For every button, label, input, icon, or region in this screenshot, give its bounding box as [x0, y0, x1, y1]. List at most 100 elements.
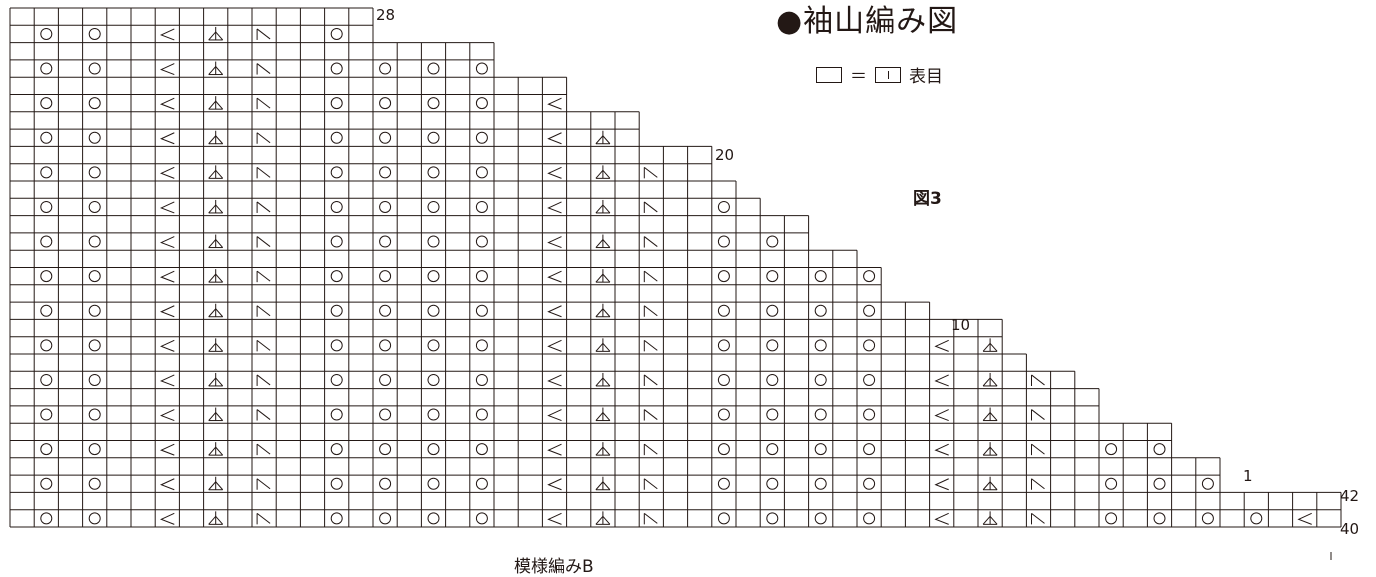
left-decrease-symbol — [643, 305, 658, 317]
yarn-over-symbol — [863, 408, 876, 421]
yarn-over-symbol — [88, 304, 101, 317]
yarn-over-symbol — [330, 304, 343, 317]
row-label-28: 28 — [376, 6, 396, 24]
right-decrease-symbol — [160, 443, 175, 456]
yarn-over-symbol — [88, 27, 101, 40]
yarn-over-symbol — [88, 131, 101, 144]
yarn-over-symbol — [379, 131, 392, 144]
yarn-over-symbol — [766, 339, 779, 352]
right-decrease-symbol — [160, 236, 175, 249]
yarn-over-symbol — [1153, 477, 1166, 490]
left-decrease-symbol — [643, 409, 658, 420]
yarn-over-symbol — [766, 270, 779, 283]
yarn-over-symbol — [379, 339, 392, 352]
yarn-over-symbol — [379, 97, 392, 110]
yarn-over-symbol — [40, 373, 53, 386]
yarn-over-symbol — [379, 62, 392, 75]
right-decrease-symbol — [160, 374, 175, 387]
right-decrease-symbol — [160, 512, 175, 525]
left-decrease-symbol — [1031, 512, 1045, 524]
yarn-over-symbol — [40, 131, 53, 144]
left-decrease-symbol — [1031, 374, 1045, 386]
yarn-over-symbol — [40, 235, 53, 248]
figure-label: 図3 — [913, 189, 942, 209]
yarn-over-symbol — [427, 131, 440, 144]
yarn-over-symbol — [475, 200, 488, 213]
left-decrease-symbol — [256, 512, 271, 524]
yarn-over-symbol — [717, 304, 730, 317]
yarn-over-symbol — [766, 512, 779, 525]
yarn-over-symbol — [427, 304, 440, 317]
yarn-over-symbol — [1201, 512, 1214, 525]
yarn-over-symbol — [379, 235, 392, 248]
left-decrease-symbol — [256, 63, 271, 74]
left-decrease-symbol — [643, 478, 658, 490]
right-decrease-symbol — [934, 443, 949, 456]
right-decrease-symbol — [547, 443, 562, 456]
yarn-over-symbol — [88, 443, 101, 456]
yarn-over-symbol — [330, 373, 343, 386]
left-decrease-symbol — [256, 443, 271, 455]
right-decrease-symbol — [160, 97, 175, 110]
yarn-over-symbol — [475, 270, 488, 283]
row-label-42: 42 — [1340, 487, 1360, 505]
yarn-over-symbol — [330, 477, 343, 490]
right-decrease-symbol — [934, 512, 949, 525]
right-decrease-symbol — [547, 374, 562, 387]
right-decrease-symbol — [160, 270, 175, 283]
yarn-over-symbol — [427, 512, 440, 525]
yarn-over-symbol — [330, 512, 343, 525]
yarn-over-symbol — [475, 512, 488, 525]
yarn-over-symbol — [379, 408, 392, 421]
right-decrease-symbol — [160, 305, 175, 318]
yarn-over-symbol — [88, 235, 101, 248]
yarn-over-symbol — [1105, 443, 1118, 456]
right-decrease-symbol — [160, 28, 175, 41]
left-decrease-symbol — [256, 28, 271, 40]
yarn-over-symbol — [40, 408, 53, 421]
yarn-over-symbol — [330, 235, 343, 248]
yarn-over-symbol — [863, 443, 876, 456]
yarn-over-symbol — [88, 373, 101, 386]
yarn-over-symbol — [379, 373, 392, 386]
chart-title: ●袖山編み図 — [776, 4, 959, 39]
right-decrease-symbol — [547, 270, 562, 283]
yarn-over-symbol — [427, 270, 440, 283]
yarn-over-symbol — [330, 166, 343, 179]
yarn-over-symbol — [1153, 443, 1166, 456]
left-decrease-symbol — [643, 270, 658, 282]
yarn-over-symbol — [475, 62, 488, 75]
right-decrease-symbol — [934, 374, 949, 387]
left-decrease-symbol — [1031, 478, 1045, 490]
left-decrease-symbol — [643, 166, 658, 178]
left-decrease-symbol — [256, 166, 271, 178]
yarn-over-symbol — [475, 131, 488, 144]
legend-empty-cell — [816, 66, 842, 83]
legend-text: 表目 — [909, 67, 943, 87]
yarn-over-symbol — [379, 512, 392, 525]
yarn-over-symbol — [1250, 512, 1263, 525]
right-decrease-symbol — [547, 236, 562, 249]
yarn-over-symbol — [40, 270, 53, 283]
yarn-over-symbol — [427, 408, 440, 421]
yarn-over-symbol — [475, 166, 488, 179]
left-decrease-symbol — [1031, 409, 1045, 420]
right-decrease-symbol — [934, 409, 949, 422]
yarn-over-symbol — [88, 477, 101, 490]
yarn-over-symbol — [717, 235, 730, 248]
left-decrease-symbol — [256, 374, 271, 386]
yarn-over-symbol — [379, 443, 392, 456]
yarn-over-symbol — [330, 339, 343, 352]
left-decrease-symbol — [256, 339, 271, 351]
yarn-over-symbol — [475, 97, 488, 110]
yarn-over-symbol — [379, 166, 392, 179]
yarn-over-symbol — [427, 477, 440, 490]
left-decrease-symbol — [256, 270, 271, 282]
yarn-over-symbol — [814, 477, 827, 490]
yarn-over-symbol — [475, 477, 488, 490]
yarn-over-symbol — [88, 512, 101, 525]
row-label-10: 10 — [951, 316, 971, 334]
yarn-over-symbol — [863, 373, 876, 386]
right-decrease-symbol — [934, 478, 949, 491]
yarn-over-symbol — [427, 200, 440, 213]
